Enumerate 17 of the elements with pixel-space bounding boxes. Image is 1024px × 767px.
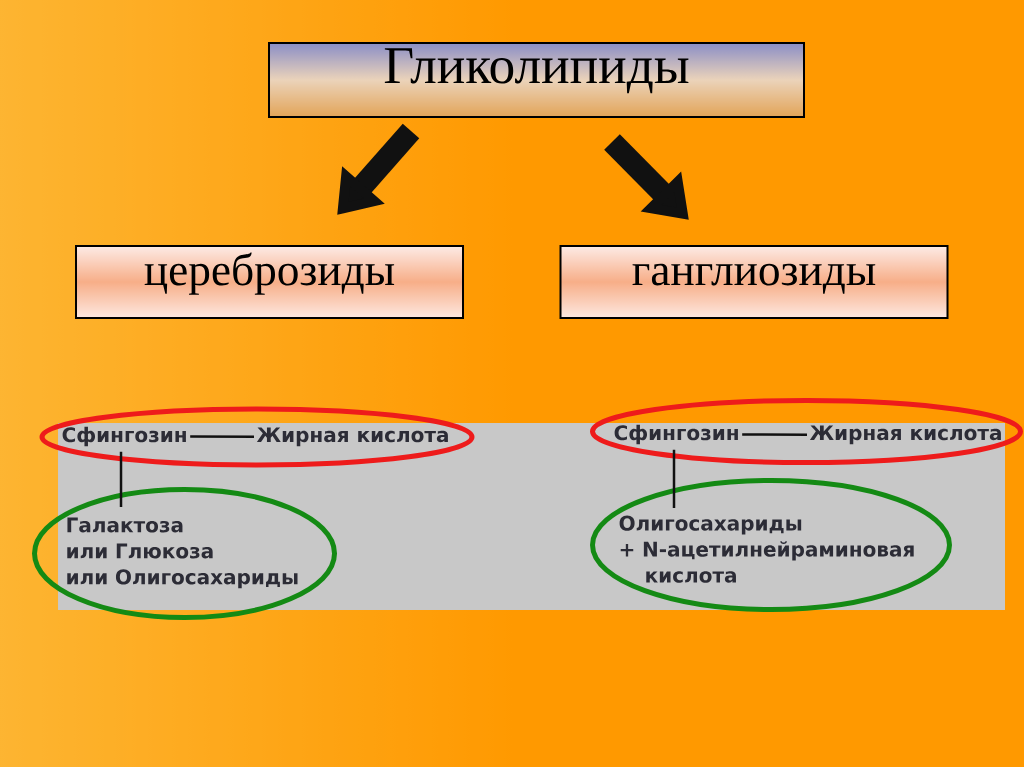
connector-line: [742, 433, 807, 437]
category-box: ганглиозиды: [559, 245, 949, 319]
component-label: Галактоза или Глюкоза или Олигосахариды: [67, 517, 298, 589]
connector-line: [119, 451, 123, 507]
component-label: Жирная кислота: [256, 427, 448, 447]
connector-line: [190, 435, 254, 439]
component-label: Олигосахариды + N-ацетилнейраминовая кислота: [619, 515, 914, 583]
highlight-ellipse: [590, 478, 952, 612]
highlight-ellipse: [39, 406, 475, 468]
highlight-ellipse: [590, 398, 1023, 465]
category-box: цереброзиды: [75, 245, 464, 319]
heading-box: Гликолипиды: [268, 42, 805, 118]
highlight-ellipse: [32, 487, 337, 620]
component-label: Жирная кислота: [809, 425, 1001, 445]
connector-line: [672, 449, 676, 508]
component-label: Сфингозин: [62, 426, 186, 447]
component-label: Сфингозин: [614, 424, 738, 445]
